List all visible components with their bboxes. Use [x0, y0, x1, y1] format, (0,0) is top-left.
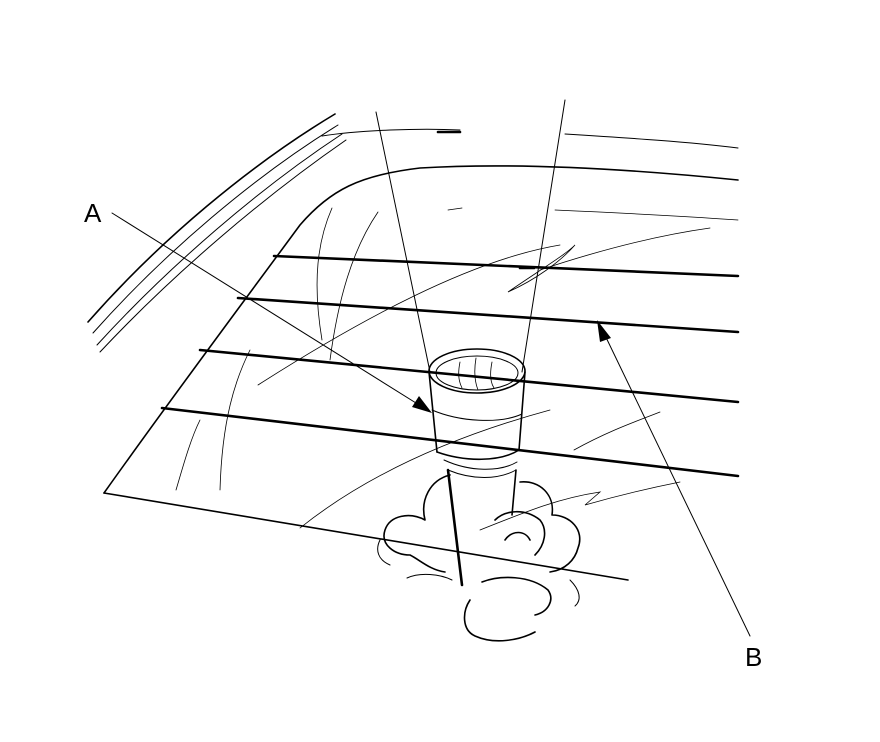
window-frame — [87, 113, 739, 353]
defogger-grid-lines — [160, 254, 740, 478]
callout-b-leader — [600, 326, 751, 637]
glass-reflection-marks — [175, 130, 739, 531]
callout-a-leader — [111, 212, 425, 409]
defogger-grid-line — [198, 348, 740, 404]
callout-b: B — [597, 320, 762, 672]
callout-b-arrowhead — [597, 320, 611, 342]
rear-window-glass — [103, 165, 739, 581]
callout-a: A — [84, 198, 432, 413]
callout-b-label: B — [745, 642, 762, 672]
defogger-grid-line — [236, 296, 740, 334]
flashlight-beam — [375, 99, 566, 373]
hand — [377, 474, 581, 642]
defogger-grid-line — [272, 254, 740, 278]
callout-a-arrowhead — [412, 396, 432, 413]
defogger-grid-line — [160, 406, 740, 478]
callout-a-label: A — [84, 198, 102, 228]
flashlight — [428, 348, 526, 587]
